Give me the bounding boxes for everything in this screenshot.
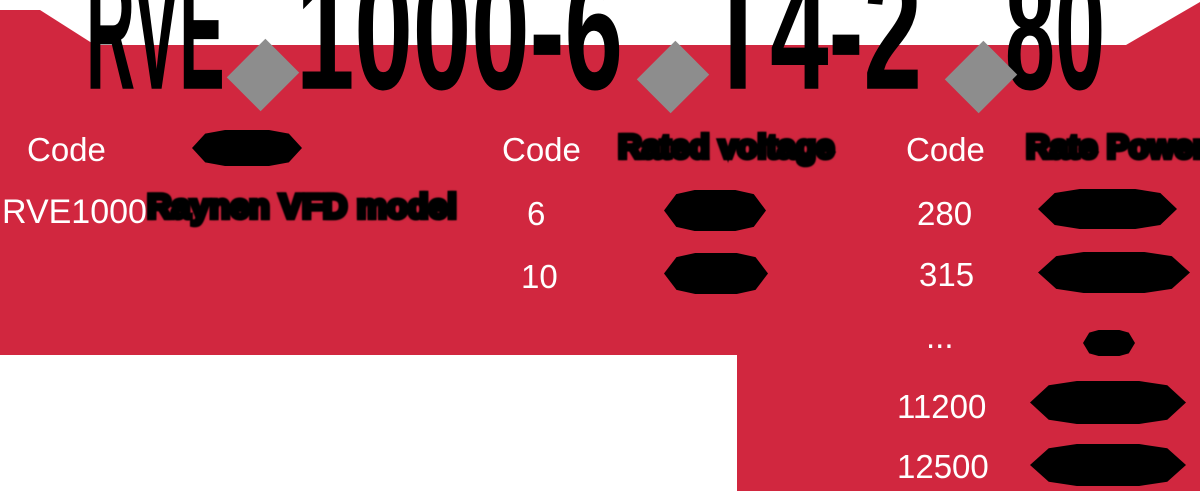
col3-row-label: 280kW	[1069, 195, 1146, 222]
col3-row-label-blob: 11200kW	[1030, 381, 1186, 424]
col3-label-header-blob: Rate Power	[1024, 126, 1200, 168]
col3-row-code: ...	[926, 318, 954, 355]
col2-row-label-blob: 6kV	[664, 190, 766, 231]
col2-row-code: 6	[527, 195, 546, 232]
title-segment-middle-code: T4-2	[706, 0, 922, 127]
col1-label-header: Series	[210, 134, 284, 161]
col2-row-code: 10	[521, 258, 558, 295]
col1-label-header-blob: Series	[192, 130, 302, 166]
col2-code-header: Code	[502, 131, 581, 168]
col2-row-label-blob: 10kV	[664, 253, 768, 294]
col3-row-label: ...	[1098, 330, 1119, 356]
col2-row-label: 6kV	[693, 196, 737, 224]
title-segment-voltage-code: 1000-6	[296, 0, 623, 127]
col3-row-label-blob: 280kW	[1038, 189, 1177, 229]
col1-code-header: Code	[27, 131, 106, 168]
col3-code-header: Code	[906, 131, 985, 168]
col1-row-label-blob: Raynen VFD model	[145, 186, 459, 229]
col3-row-code: 11200	[897, 388, 987, 425]
col2-row-label: 10kV	[687, 259, 745, 287]
title-segment-series: RVE	[86, 0, 225, 127]
col3-row-label-blob: 12500kW	[1030, 444, 1186, 486]
col3-row-code: 280	[917, 195, 973, 232]
col3-row-label: 11200kW	[1057, 388, 1159, 416]
col3-row-code: 315	[919, 256, 975, 293]
col3-row-code: 12500	[897, 448, 989, 485]
col2-label-header-blob: Rated voltage	[616, 126, 837, 168]
col3-row-label-blob: 315kW	[1038, 252, 1190, 293]
col3-row-label-blob: ...	[1083, 330, 1135, 356]
col3-row-label: 315kW	[1075, 258, 1153, 286]
col1-row-code: RVE1000	[2, 193, 147, 231]
col3-row-label: 12500kW	[1056, 451, 1160, 478]
title-segment-power-code: 80	[1005, 0, 1106, 127]
